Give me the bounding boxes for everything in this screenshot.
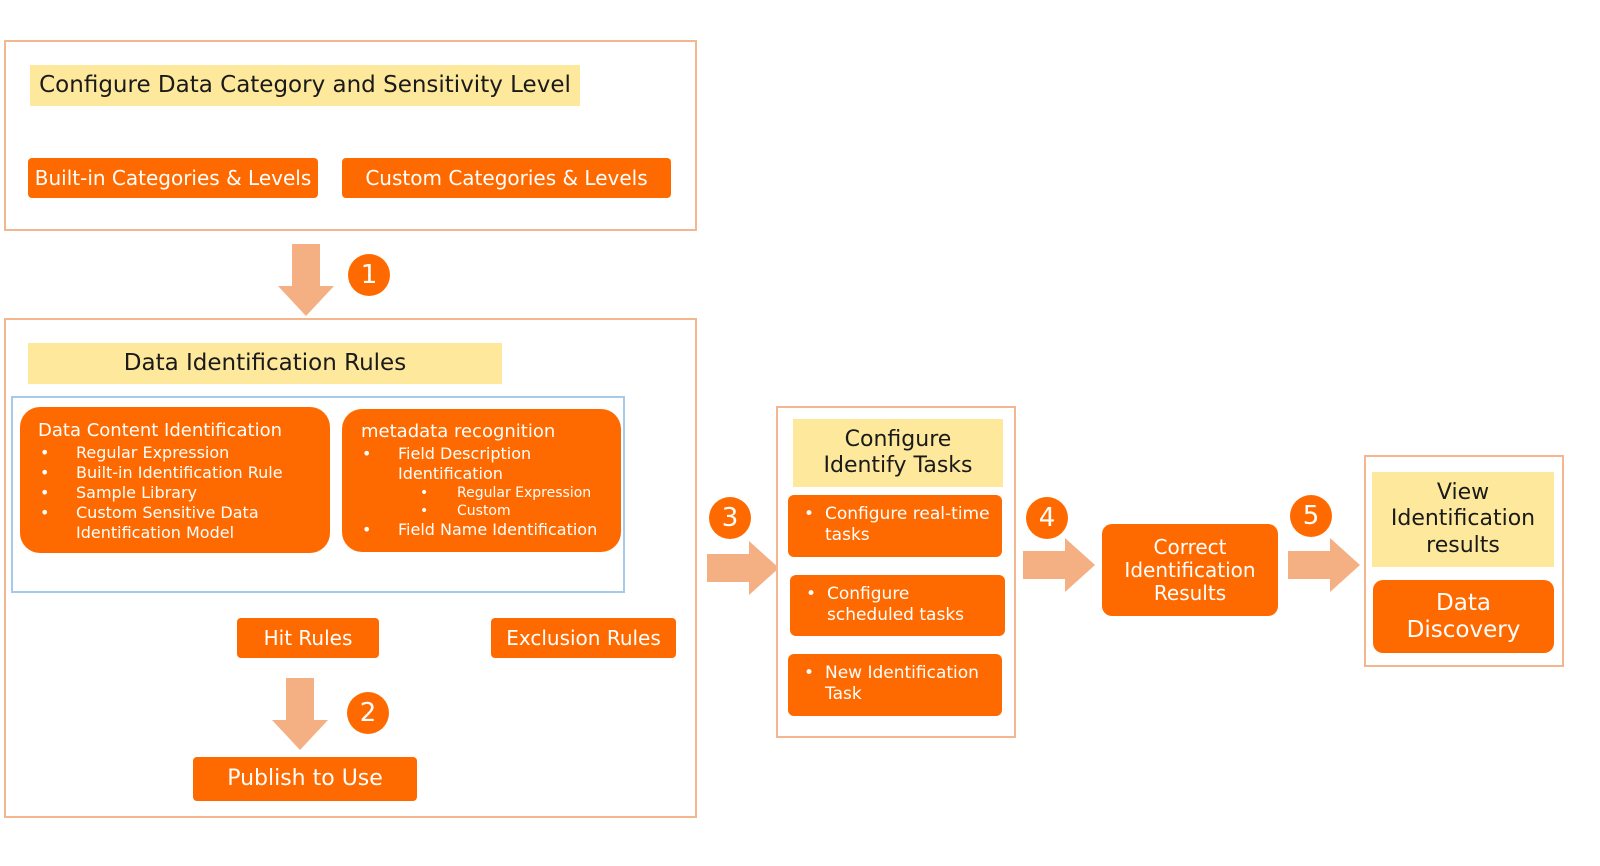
realtime-tasks-button[interactable]: Configure real-time tasks <box>788 495 1002 557</box>
new-identification-task-button[interactable]: New Identification Task <box>788 654 1002 716</box>
custom-categories-button[interactable]: Custom Categories & Levels <box>342 158 671 198</box>
list-item: Field Name Identification <box>342 520 621 540</box>
step-1-badge: 1 <box>348 254 390 296</box>
view-section-title: View Identification results <box>1372 472 1554 567</box>
right-arrow-icon <box>1023 538 1095 592</box>
right-arrow-icon <box>707 541 779 595</box>
rules-section-title: Data Identification Rules <box>28 343 502 384</box>
data-discovery-button[interactable]: Data Discovery <box>1373 580 1554 653</box>
hit-rules-button[interactable]: Hit Rules <box>237 618 379 658</box>
list-item: Custom Sensitive Data Identification Mod… <box>20 503 330 543</box>
list-item: Built-in Identification Rule <box>20 463 330 483</box>
builtin-categories-button[interactable]: Built-in Categories & Levels <box>28 158 318 198</box>
step-2-badge: 2 <box>347 692 389 734</box>
list-item: Field Description Identification <box>342 444 621 484</box>
right-arrow-icon <box>1288 538 1360 592</box>
config-section-title: Configure Data Category and Sensitivity … <box>30 65 580 106</box>
rules-section <box>4 318 697 818</box>
content-identification-box[interactable]: Data Content Identification Regular Expr… <box>20 407 330 553</box>
list-item: Sample Library <box>20 483 330 503</box>
content-identification-heading: Data Content Identification <box>38 420 283 441</box>
metadata-recognition-heading: metadata recognition <box>361 421 556 442</box>
rules-inner-frame <box>11 396 625 593</box>
publish-to-use-button[interactable]: Publish to Use <box>193 757 417 801</box>
correct-results-button[interactable]: Correct Identification Results <box>1102 524 1278 616</box>
list-item: Regular Expression <box>342 484 621 502</box>
list-item: Custom <box>342 502 621 520</box>
list-item: Regular Expression <box>20 443 330 463</box>
scheduled-tasks-button[interactable]: Configure scheduled tasks <box>790 575 1005 636</box>
step-4-badge: 4 <box>1026 497 1068 539</box>
step-3-badge: 3 <box>709 497 751 539</box>
metadata-recognition-box[interactable]: metadata recognition Field Description I… <box>342 409 621 552</box>
tasks-section-title: Configure Identify Tasks <box>793 419 1003 487</box>
step-5-badge: 5 <box>1290 495 1332 537</box>
down-arrow-icon <box>278 244 334 316</box>
exclusion-rules-button[interactable]: Exclusion Rules <box>491 618 676 658</box>
down-arrow-icon <box>272 678 328 750</box>
